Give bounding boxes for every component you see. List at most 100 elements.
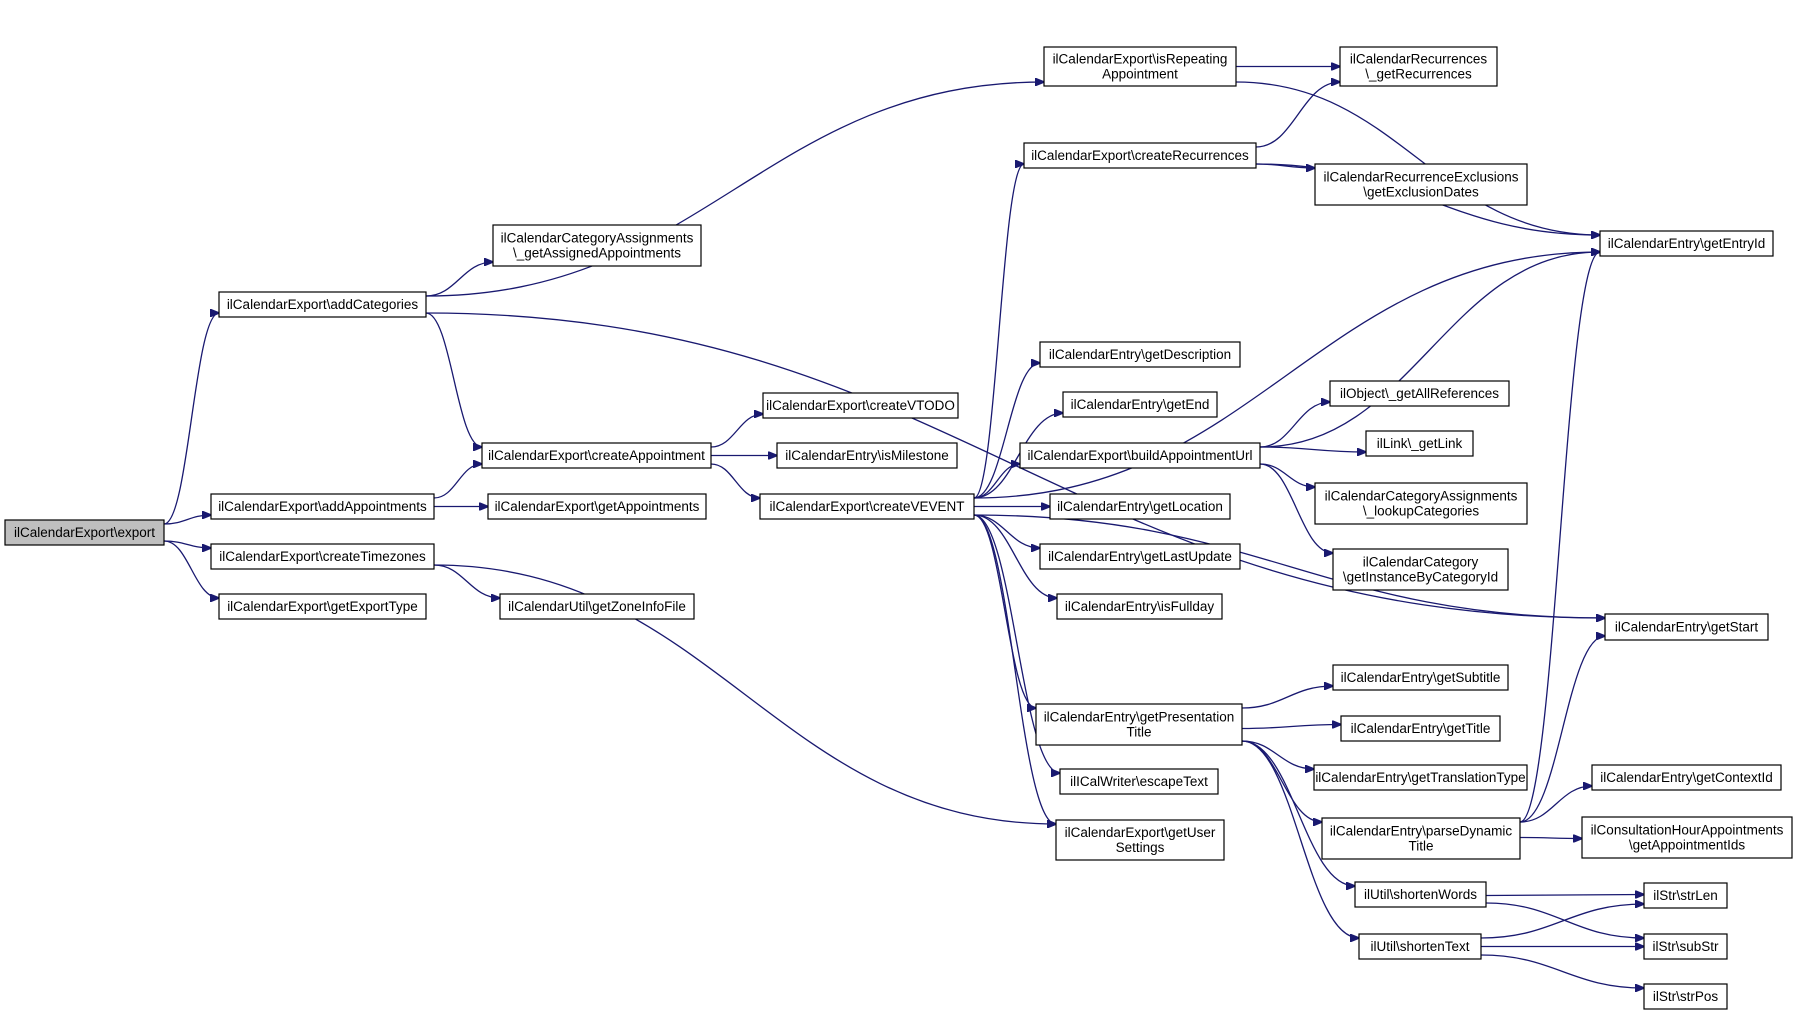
edge-path [1259, 252, 1600, 448]
node-label: ilCalendarEntry\getTitle [1351, 721, 1491, 736]
edge-path [433, 564, 1056, 824]
node-label: ilStr\strPos [1653, 989, 1719, 1004]
node-getAllReferences[interactable]: ilObject\_getAllReferences [1329, 380, 1510, 407]
node-label: ilCalendarEntry\getSubtitle [1341, 670, 1501, 685]
edge-addCategories-to-isRepeatingAppointment [425, 82, 1044, 297]
node-label: ilCalendarExport\getExportType [227, 599, 418, 614]
edge-path [1519, 636, 1605, 823]
edge-createVEVENT-to-isFullday [973, 514, 1057, 598]
node-shortenText[interactable]: ilUtil\shortenText [1358, 933, 1482, 960]
node-createRecurrences[interactable]: ilCalendarExport\createRecurrences [1023, 142, 1257, 169]
node-box [776, 442, 958, 469]
node-getSubtitle[interactable]: ilCalendarEntry\getSubtitle [1332, 664, 1509, 691]
node-subStr[interactable]: ilStr\subStr [1643, 933, 1728, 960]
node-label: ilCalendarEntry\isFullday [1065, 599, 1215, 614]
node-box [487, 493, 707, 520]
edge-export-to-addCategories [163, 313, 219, 525]
edge-addCategories-to-createAppointment [425, 312, 482, 447]
node-getContextId[interactable]: ilCalendarEntry\getContextId [1591, 764, 1782, 791]
node-label: ilCalendarEntry\getLocation [1057, 499, 1223, 514]
node-box [1365, 430, 1474, 457]
node-box [210, 543, 435, 570]
node-getZoneInfoFile[interactable]: ilCalendarUtil\getZoneInfoFile [499, 593, 695, 620]
node-label: ilObject\_getAllReferences [1340, 386, 1499, 401]
node-getAppointments[interactable]: ilCalendarExport\getAppointments [487, 493, 707, 520]
node-box [4, 519, 165, 546]
node-getStart[interactable]: ilCalendarEntry\getStart [1604, 613, 1769, 641]
node-buildAppointmentUrl[interactable]: ilCalendarExport\buildAppointmentUrl [1019, 442, 1261, 469]
edge-getPresentationTitle-to-parseDynamicTitle [1241, 740, 1322, 822]
node-getExclusionDates[interactable]: ilCalendarRecurrenceExclusions\getExclus… [1314, 163, 1528, 206]
edge-path [973, 514, 1057, 598]
edge-path [1241, 740, 1322, 822]
nodes-layer: ilCalendarExport\export ilCalendarExport\… [4, 46, 1793, 1010]
node-label: \getInstanceByCategoryId [1343, 570, 1498, 585]
node-getLink[interactable]: ilLink\_getLink [1365, 430, 1474, 457]
node-getLocation[interactable]: ilCalendarEntry\getLocation [1049, 493, 1231, 520]
node-getExportType[interactable]: ilCalendarExport\getExportType [218, 593, 427, 620]
edge-path [1480, 954, 1644, 988]
node-addAppointments[interactable]: ilCalendarExport\addAppointments [210, 493, 435, 520]
node-box [1358, 933, 1482, 960]
node-label: ilCalendarEntry\getPresentation [1044, 710, 1235, 725]
node-isFullday[interactable]: ilCalendarEntry\isFullday [1056, 593, 1223, 620]
node-label: ilCalendarEntry\getLastUpdate [1048, 549, 1232, 564]
node-box [1332, 548, 1509, 591]
edge-isRepeatingAppointment-to-getEntryId [1235, 81, 1600, 235]
node-getDescription[interactable]: ilCalendarEntry\getDescription [1039, 341, 1241, 368]
node-getInstanceByCategoryId[interactable]: ilCalendarCategory\getInstanceByCategory… [1332, 548, 1509, 591]
node-export[interactable]: ilCalendarExport\export [4, 519, 165, 546]
node-box [1339, 46, 1498, 87]
node-getRecurrences[interactable]: ilCalendarRecurrences\_getRecurrences [1339, 46, 1498, 87]
node-label: ilCalendarExport\addAppointments [218, 499, 427, 514]
node-label: ilCalendarRecurrences [1350, 52, 1488, 67]
node-box [499, 593, 695, 620]
node-getEnd[interactable]: ilCalendarEntry\getEnd [1062, 391, 1218, 418]
node-label: ilConsultationHourAppointments [1591, 823, 1784, 838]
node-box [1643, 933, 1728, 960]
node-getTitle[interactable]: ilCalendarEntry\getTitle [1340, 715, 1501, 742]
edge-path [1241, 740, 1355, 886]
edge-path [710, 463, 760, 498]
node-box [1039, 341, 1241, 368]
node-box [218, 291, 427, 318]
node-getAssignedAppointments[interactable]: ilCalendarCategoryAssignments\_getAssign… [492, 224, 702, 267]
node-strPos[interactable]: ilStr\strPos [1643, 983, 1728, 1010]
edge-path [1259, 402, 1330, 448]
edge-path [973, 464, 1020, 499]
node-strLen[interactable]: ilStr\strLen [1643, 882, 1728, 909]
edge-path [1259, 463, 1315, 487]
node-createVTODO[interactable]: ilCalendarExport\createVTODO [762, 392, 959, 419]
node-addCategories[interactable]: ilCalendarExport\addCategories [218, 291, 427, 318]
node-getAppointmentIds[interactable]: ilConsultationHourAppointments\getAppoin… [1581, 816, 1793, 859]
edge-path [425, 82, 1044, 297]
node-box [1314, 482, 1528, 525]
edge-path [973, 413, 1063, 499]
node-createTimezones[interactable]: ilCalendarExport\createTimezones [210, 543, 435, 570]
node-createAppointment[interactable]: ilCalendarExport\createAppointment [481, 442, 712, 469]
edge-createVEVENT-to-getDescription [973, 363, 1040, 499]
edge-getPresentationTitle-to-getSubtitle [1241, 686, 1333, 709]
node-getTranslationType[interactable]: ilCalendarEntry\getTranslationType [1313, 764, 1528, 791]
edge-path [433, 564, 500, 598]
edge-path [1519, 786, 1592, 823]
node-box [1019, 442, 1261, 469]
node-getEntryId[interactable]: ilCalendarEntry\getEntryId [1599, 230, 1774, 257]
edge-shortenText-to-strLen [1480, 904, 1644, 939]
node-getLastUpdate[interactable]: ilCalendarEntry\getLastUpdate [1039, 543, 1241, 570]
node-createVEVENT[interactable]: ilCalendarExport\createVEVENT [759, 493, 975, 520]
edge-path [973, 514, 1036, 708]
node-escapeText[interactable]: ilICalWriter\escapeText [1059, 768, 1219, 795]
node-label: ilCalendarExport\buildAppointmentUrl [1027, 448, 1252, 463]
edge-path [1255, 82, 1340, 148]
edge-addCategories-to-getAssignedAppointments [425, 262, 493, 297]
node-isMilestone[interactable]: ilCalendarEntry\isMilestone [776, 442, 958, 469]
node-shortenWords[interactable]: ilUtil\shortenWords [1354, 881, 1487, 908]
node-box [1581, 816, 1793, 859]
node-lookupCategories[interactable]: ilCalendarCategoryAssignments\_lookupCat… [1314, 482, 1528, 525]
node-label: ilCalendarCategory [1363, 555, 1479, 570]
